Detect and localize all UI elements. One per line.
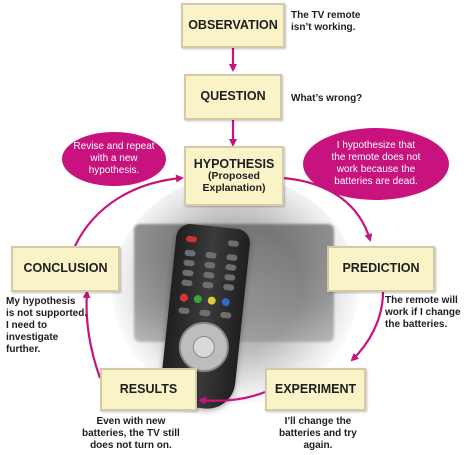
prediction-label: PREDICTION (342, 261, 420, 276)
observation-box: OBSERVATION (181, 3, 285, 48)
question-note: What’s wrong? (291, 93, 363, 104)
results-label: RESULTS (119, 381, 178, 396)
arrow-hypothesis-to-prediction (282, 176, 373, 242)
hypothesis-sub1: (Proposed (208, 170, 260, 183)
arrow-experiment-to-results (198, 390, 266, 405)
experiment-label: EXPERIMENT (274, 381, 357, 396)
hypothesis-label: HYPOTHESIS (193, 156, 275, 171)
prediction-box: PREDICTION (327, 246, 435, 292)
hypothesis-sub2: Explanation) (202, 181, 266, 194)
hypothesis-box: HYPOTHESIS (Proposed Explanation) (184, 146, 284, 206)
observation-label: OBSERVATION (188, 17, 278, 32)
question-label: QUESTION (200, 89, 266, 104)
experiment-box: EXPERIMENT (265, 368, 366, 411)
conclusion-box: CONCLUSION (11, 246, 120, 292)
arrow-conclusion-to-hypothesis (74, 174, 184, 247)
question-box: QUESTION (184, 74, 282, 120)
results-box: RESULTS (100, 368, 197, 411)
arrow-results-to-conclusion (82, 290, 102, 379)
arrow-prediction-to-experiment (350, 291, 385, 362)
conclusion-label: CONCLUSION (23, 261, 108, 276)
